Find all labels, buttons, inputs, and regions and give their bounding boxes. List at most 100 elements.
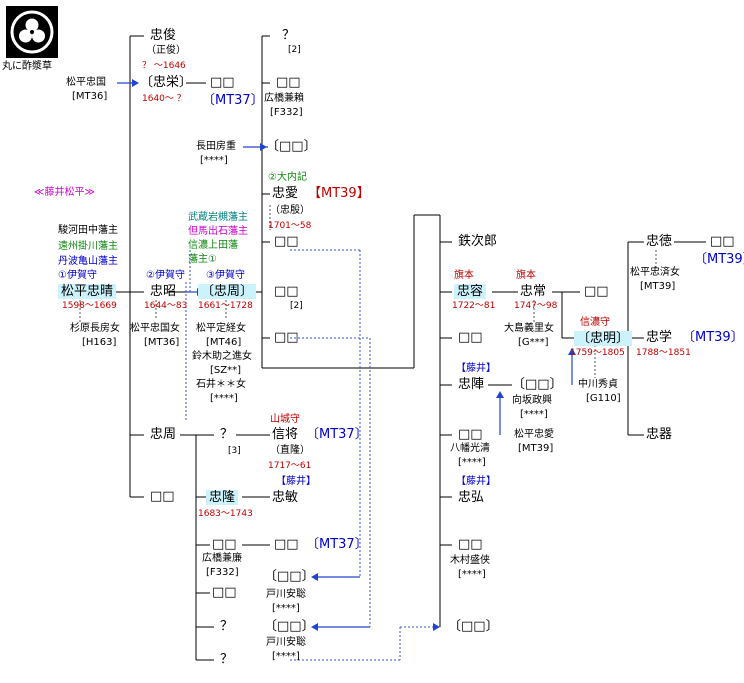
tadachika-name: 忠愛	[272, 186, 299, 201]
domain-2: 遠州掛川藩主	[58, 241, 118, 252]
tadanobu: 忠陣	[458, 377, 485, 392]
tadasakae-dates: 1640〜 ？	[142, 94, 186, 104]
bracket-b: 〔□□〕	[264, 569, 315, 584]
hirohashi1-name: 広橋兼賴	[264, 93, 304, 104]
bracket-d: 〔□□〕	[448, 619, 499, 634]
tadahiro-dates: 1722〜81	[452, 301, 496, 311]
domain-6: 信濃上田藩	[188, 240, 238, 251]
nagata-code: [****]	[200, 155, 228, 166]
nobumasa-dates: 1717〜61	[268, 461, 312, 471]
tadahiro-name: 忠容	[454, 284, 487, 299]
tadakuni-jo-name: 松平忠国女	[130, 323, 180, 334]
tadachika-3: 忠周	[150, 427, 177, 442]
title-2: ②伊賀守	[146, 270, 185, 281]
node-boxes-l: □□	[458, 537, 483, 552]
node-boxes-d: □□	[212, 585, 237, 600]
unknown-3: [3]	[228, 446, 241, 456]
bracket-a: 〔□□〕	[266, 139, 317, 154]
tadahiro2: 忠弘	[458, 490, 485, 505]
node-boxes-c: □□	[212, 537, 237, 552]
mt39-c: 〔MT39〕	[694, 252, 744, 267]
nobumasa-sub: （直隆）	[270, 445, 310, 456]
domain-6b: 藩主①	[188, 254, 217, 265]
matsudaira-tadachika-name: 松平忠愛	[514, 429, 554, 440]
node-boxes-b: □□	[150, 489, 175, 504]
ishii-jo-code: [****]	[210, 393, 238, 404]
node-boxes-f: □□	[274, 234, 299, 249]
node-boxes-a: □□	[210, 75, 235, 90]
title-yamashiro: 山城守	[270, 414, 300, 425]
title-1: ①伊賀守	[58, 270, 97, 281]
title-shinano: 信濃守	[580, 317, 610, 328]
fujii-1: 【藤井】	[276, 476, 316, 487]
domain-5: 但馬出石藩主	[188, 226, 248, 237]
bracket-e: 〔□□〕	[512, 377, 563, 392]
crest-caption: 丸に酢漿草	[2, 61, 52, 72]
matsudaira-jo-name: 松平定経女	[196, 323, 246, 334]
tadasato-mt: 〔MT39〕	[682, 330, 744, 345]
tadachika-sub: （忠殷）	[270, 205, 310, 216]
unknown-2a: [2]	[288, 45, 301, 55]
nagata-name: 長田房重	[196, 141, 236, 152]
nobumasa-name: 信将	[272, 427, 299, 442]
node-boxes-e: □□	[276, 75, 301, 90]
tadatoshi-sub: （正俊）	[146, 45, 186, 56]
tadachika2-name: 〔忠周〕	[198, 284, 257, 299]
kimura-name: 木村盛侠	[450, 555, 490, 566]
unknown-q3: ？	[220, 652, 234, 667]
mt37-b: 〔MT37〕	[306, 537, 368, 552]
tadatoshi2-name: 忠敏	[272, 490, 299, 505]
hatamoto-1: 旗本	[454, 270, 474, 281]
domain-1: 駿河田中藩主	[58, 225, 118, 236]
fujii-2: 【藤井】	[456, 363, 496, 374]
tadakuni-code: [MT36]	[72, 91, 108, 102]
matsudaira-tadakiyo-jo-name: 松平忠済女	[630, 267, 680, 278]
tadaharu-name: 松平忠晴	[58, 284, 117, 299]
crest-icon	[6, 6, 58, 58]
sugihara-name: 杉原長房女	[70, 323, 120, 334]
bracket-c: 〔□□〕	[264, 619, 315, 634]
yahata-code: [****]	[458, 457, 486, 468]
nobumasa-mt: 〔MT37〕	[306, 427, 368, 442]
domain-4: 武蔵岩槻藩主	[188, 212, 248, 223]
title-ouchiki: ②大内記	[268, 172, 307, 183]
tadanori: 忠徳	[646, 234, 673, 249]
node-boxes-g: □□	[274, 284, 299, 299]
matsudaira-tadakiyo-jo-code: [MT39]	[640, 281, 676, 292]
tadatsune-name: 忠常	[520, 284, 547, 299]
tadachika2-dates: 1661〜1728	[198, 301, 253, 311]
unknown-q2: ？	[220, 619, 234, 634]
sugihara-code: [H163]	[82, 337, 117, 348]
tadasakae-name: 〔忠栄〕	[140, 75, 193, 90]
tadataka-name: 忠隆	[206, 490, 239, 505]
clan-label: ≪藤井松平≫	[34, 187, 95, 198]
oshima-jo-code: [G***]	[518, 337, 549, 348]
hatamoto-2: 旗本	[516, 270, 536, 281]
mukaizaka-code: [****]	[520, 409, 548, 420]
suzuki-jo-code: [SZ**]	[210, 365, 242, 376]
yahata-name: 八幡光清	[450, 443, 490, 454]
tadaakira-name: 〔忠明〕	[574, 331, 633, 346]
tadaaki-dates: 1644〜83	[144, 301, 188, 311]
domain-3: 丹波亀山藩主	[58, 256, 118, 267]
togawa1-code: [****]	[272, 603, 300, 614]
tadatsune-dates: 1747〜98	[514, 301, 558, 311]
node-boxes-k: □□	[458, 427, 483, 442]
mt37-a: 〔MT37〕	[202, 93, 264, 108]
kimura-code: [****]	[458, 569, 486, 580]
hirohashi2-code: [F332]	[206, 567, 239, 578]
unknown-2b: [2]	[290, 301, 303, 311]
fujii-3: 【藤井】	[456, 476, 496, 487]
tadatoshi-name: 忠俊	[150, 28, 177, 43]
mukaizaka-name: 向坂政興	[512, 395, 552, 406]
tadaaki-name: 忠昭	[150, 284, 177, 299]
tadaki: 忠器	[646, 427, 673, 442]
nakagawa-code: [G110]	[586, 393, 621, 404]
node-boxes-i: □□	[274, 537, 299, 552]
tadaakira-dates: 1759〜1805	[570, 348, 625, 358]
hirohashi2-name: 広橋兼廉	[202, 553, 242, 564]
tadaharu-dates: 1598〜1669	[62, 301, 117, 311]
oshima-jo-name: 大島義里女	[504, 323, 554, 334]
tetsujiro: 鉄次郎	[458, 234, 498, 249]
